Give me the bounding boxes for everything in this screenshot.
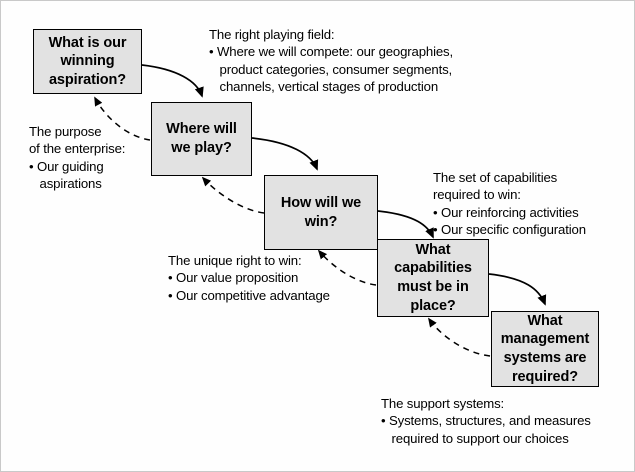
- arrow-play-to-win: [251, 137, 319, 171]
- node-capabilities[interactable]: What capabilities must be in place?: [377, 239, 489, 317]
- note-set-of-capabilities: The set of capabilities required to win:…: [433, 170, 586, 237]
- node-where-to-play[interactable]: Where will we play?: [151, 102, 252, 176]
- arrow-win-to-capabilities: [377, 210, 434, 239]
- note-unique-right-to-win: The unique right to win: • Our value pro…: [168, 253, 330, 303]
- node-management-systems[interactable]: What management systems are required?: [491, 311, 599, 387]
- arrow-win-back-to-play: [201, 176, 265, 214]
- note-right-playing-field: The right playing field: • Where we will…: [209, 27, 454, 94]
- note-support-systems: The support systems: • Systems, structur…: [381, 396, 591, 446]
- arrow-systems-back-to-capabilities: [428, 317, 491, 357]
- node-winning-aspiration[interactable]: What is our winning aspiration?: [33, 29, 142, 94]
- arrow-aspiration-to-play: [141, 64, 204, 98]
- node-how-to-win[interactable]: How will we win?: [264, 175, 378, 250]
- arrow-capabilities-to-systems: [488, 273, 547, 306]
- note-purpose-of-enterprise: The purpose of the enterprise: • Our gui…: [29, 124, 126, 191]
